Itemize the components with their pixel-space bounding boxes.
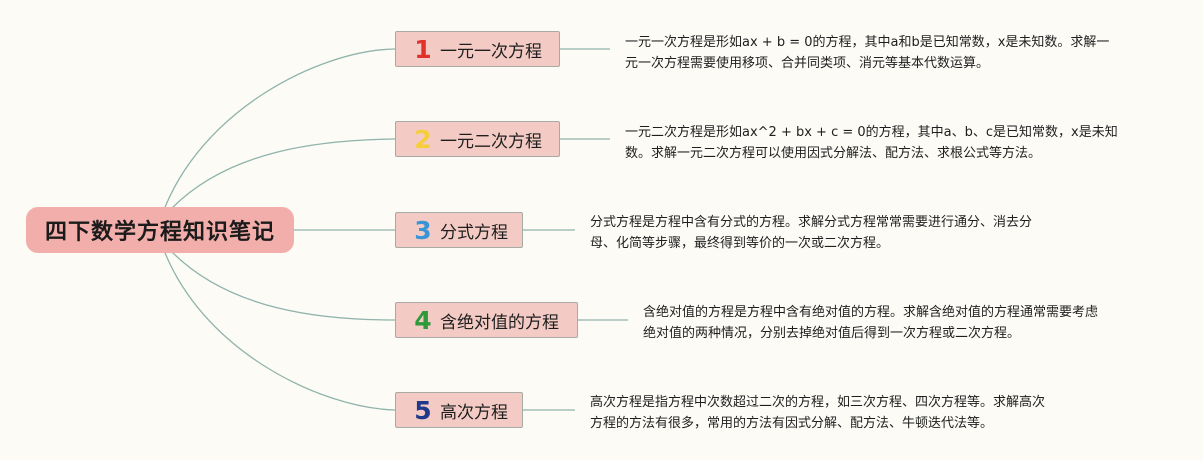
connector-root-branch-4 [171,251,396,321]
branch-1[interactable]: 1 一元一次方程 [395,31,560,67]
description-line: 分式方程是方程中含有分式的方程。求解分式方程常常需要进行通分、消去分 [590,215,1033,230]
branch-title: 一元一次方程 [440,41,542,62]
description-line: 数。求解一元二次方程可以使用因式分解法、配方法、求根公式等方法。 [625,146,1042,161]
branch-4-description: 含绝对值的方程是方程中含有绝对值的方程。求解含绝对值的方程通常需要考虑 绝对值的… [643,302,1098,344]
branch-5[interactable]: 5 高次方程 [395,392,523,428]
branch-title: 含绝对值的方程 [440,312,559,333]
branch-title: 一元二次方程 [440,131,542,152]
description-line: 方程的方法有很多，常用的方法有因式分解、配方法、牛顿迭代法等。 [590,416,994,431]
description-line: 高次方程是指方程中次数超过二次的方程，如三次方程、四次方程等。求解高次 [590,395,1046,410]
branch-5-description: 高次方程是指方程中次数超过二次的方程，如三次方程、四次方程等。求解高次 方程的方… [590,392,1045,434]
description-line: 绝对值的两种情况，分别去掉绝对值后得到一次方程或二次方程。 [643,326,1021,341]
branch-1-description: 一元一次方程是形如ax + b = 0的方程，其中a和b是已知常数，x是未知数。… [625,32,1109,74]
root-topic[interactable]: 四下数学方程知识笔记 [26,207,294,253]
description-line: 母、化简等步骤，最终得到等价的一次或二次方程。 [590,236,890,251]
branch-3[interactable]: 3 分式方程 [395,212,523,248]
branch-4[interactable]: 4 含绝对值的方程 [395,302,578,338]
description-line: 一元一次方程是形如ax + b = 0的方程，其中a和b是已知常数，x是未知数。… [625,35,1110,50]
branch-number: 5 [414,395,432,425]
branch-number: 1 [414,34,432,64]
branch-number: 3 [414,215,432,245]
branch-2[interactable]: 2 一元二次方程 [395,121,560,157]
description-line: 元一次方程需要使用移项、合并同类项、消元等基本代数运算。 [625,56,990,71]
branch-3-description: 分式方程是方程中含有分式的方程。求解分式方程常常需要进行通分、消去分 母、化简等… [590,212,1032,254]
branch-number: 4 [414,305,432,335]
branch-title: 分式方程 [440,222,508,243]
connector-root-branch-5 [161,244,396,411]
connector-root-branch-1 [161,48,396,216]
description-line: 一元二次方程是形如ax^2 + bx + c = 0的方程，其中a、b、c是已知… [625,125,1118,140]
branch-title: 高次方程 [440,402,508,423]
connector-root-branch-2 [171,138,396,209]
root-topic-title: 四下数学方程知识笔记 [44,220,275,245]
description-line: 含绝对值的方程是方程中含有绝对值的方程。求解含绝对值的方程通常需要考虑 [643,305,1099,320]
branch-2-description: 一元二次方程是形如ax^2 + bx + c = 0的方程，其中a、b、c是已知… [625,122,1118,164]
branch-number: 2 [414,124,432,154]
